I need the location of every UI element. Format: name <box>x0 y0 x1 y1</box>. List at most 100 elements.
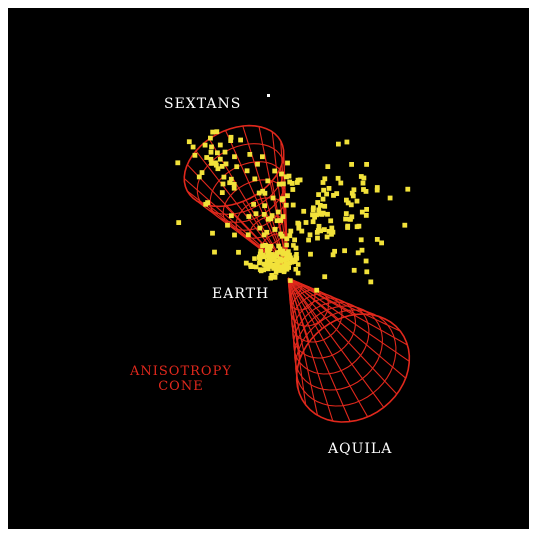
galaxy-dot <box>219 190 225 195</box>
galaxy-dot <box>293 267 299 272</box>
galaxy-dot <box>236 249 241 255</box>
galaxy-dot <box>295 270 301 276</box>
galaxy-dot <box>316 223 322 229</box>
galaxy-dot <box>280 248 286 254</box>
galaxy-dot <box>316 207 322 213</box>
galaxy-dot <box>265 178 271 184</box>
galaxy-dot <box>279 197 285 203</box>
galaxy-dot <box>329 225 335 231</box>
galaxy-dot <box>261 267 266 273</box>
galaxy-dot <box>275 266 280 272</box>
galaxy-scatter <box>175 129 411 293</box>
galaxy-dot <box>294 252 299 257</box>
galaxy-dot <box>225 222 230 228</box>
galaxy-dot <box>192 152 198 158</box>
galaxy-dot <box>269 273 274 278</box>
galaxy-dot <box>354 198 360 204</box>
galaxy-dot <box>294 180 300 185</box>
galaxy-dot <box>273 270 279 275</box>
galaxy-dot <box>314 287 320 293</box>
galaxy-dot <box>359 247 365 253</box>
galaxy-dot <box>268 244 274 249</box>
galaxy-dot <box>405 186 411 192</box>
galaxy-dot <box>252 176 258 182</box>
galaxy-dot <box>330 252 336 258</box>
galaxy-dot <box>317 203 323 208</box>
galaxy-dot <box>287 179 293 185</box>
galaxy-dot <box>258 248 263 254</box>
galaxy-dot <box>247 152 253 157</box>
galaxy-dot <box>272 168 278 174</box>
galaxy-dot <box>277 259 283 264</box>
galaxy-dot <box>255 161 260 167</box>
galaxy-dot <box>359 209 365 215</box>
galaxy-dot <box>387 195 393 201</box>
galaxy-dot <box>322 227 327 232</box>
galaxy-dot <box>326 229 332 234</box>
galaxy-dot <box>332 248 337 254</box>
galaxy-dot <box>349 162 354 167</box>
galaxy-dot <box>330 229 336 235</box>
galaxy-dot <box>262 190 268 196</box>
cone-generator <box>287 277 385 408</box>
cone-generator <box>287 277 410 362</box>
cone-generator <box>287 277 339 320</box>
galaxy-dot <box>289 181 295 186</box>
galaxy-dot <box>285 193 290 199</box>
galaxy-dot <box>223 161 229 167</box>
galaxy-dot <box>315 200 321 205</box>
galaxy-dot <box>338 180 344 186</box>
galaxy-dot <box>290 187 296 192</box>
galaxy-dot <box>267 263 273 269</box>
galaxy-dot <box>212 249 217 255</box>
label-aquila: AQUILA <box>328 441 393 457</box>
label-sextans: SEXTANS <box>164 96 242 112</box>
cone-generator <box>287 277 357 315</box>
cone-generator <box>287 277 369 418</box>
galaxy-dot <box>262 262 267 267</box>
galaxy-dot <box>285 160 290 166</box>
galaxy-dot <box>204 155 210 160</box>
galaxy-dot <box>284 174 289 180</box>
galaxy-dot <box>209 161 214 166</box>
galaxy-dot <box>202 142 208 148</box>
galaxy-dot <box>334 191 340 196</box>
galaxy-dot <box>256 254 262 260</box>
galaxy-dot <box>351 187 357 193</box>
galaxy-dot <box>229 213 234 219</box>
galaxy-dot <box>281 181 286 187</box>
galaxy-dot <box>322 274 328 280</box>
galaxy-dot <box>278 267 284 273</box>
galaxy-dot <box>364 162 369 167</box>
galaxy-dot <box>279 171 284 177</box>
galaxy-dot <box>322 176 328 182</box>
galaxy-dot <box>270 252 275 257</box>
galaxy-dot <box>220 181 226 187</box>
sky-panel: SEXTANS EARTH AQUILA ANISOTROPY CONE <box>8 8 529 529</box>
galaxy-dot <box>238 137 243 143</box>
galaxy-dot <box>350 193 356 199</box>
cone-generator <box>195 150 289 271</box>
galaxy-dot <box>361 175 367 181</box>
galaxy-dot <box>234 164 240 170</box>
galaxy-dot <box>272 263 277 268</box>
cone-generator <box>287 277 319 416</box>
galaxy-dot <box>331 193 336 198</box>
galaxy-dot <box>232 232 237 238</box>
galaxy-dot <box>186 139 192 145</box>
galaxy-dot <box>264 229 270 235</box>
galaxy-dot <box>265 262 270 267</box>
galaxy-dot <box>263 242 268 248</box>
galaxy-dot <box>266 248 271 253</box>
galaxy-dot <box>368 279 374 285</box>
sextans-star-marker <box>267 94 270 97</box>
galaxy-dot <box>308 251 313 257</box>
galaxy-dot <box>269 213 275 218</box>
galaxy-dot <box>278 231 284 237</box>
galaxy-dot <box>196 174 202 180</box>
galaxy-dot <box>203 201 209 207</box>
galaxy-dot <box>324 234 330 240</box>
galaxy-dot <box>278 218 284 223</box>
galaxy-dot <box>326 186 332 191</box>
